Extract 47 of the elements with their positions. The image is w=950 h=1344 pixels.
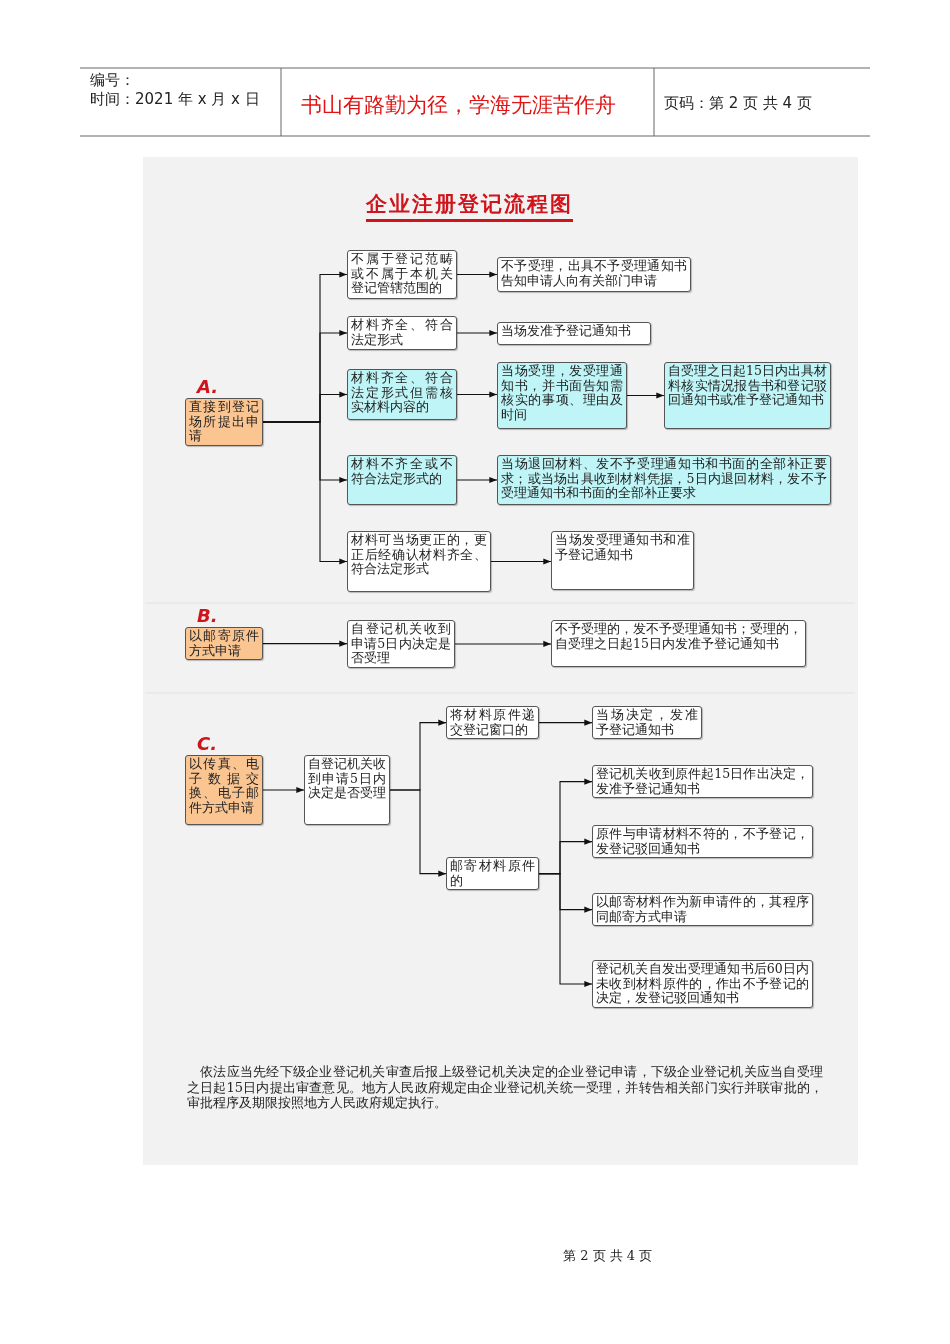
process-box: 自登记机关收到申请5日内决定是否受理	[304, 755, 390, 825]
arrow	[454, 640, 552, 647]
field-label: 编号：	[90, 71, 135, 90]
arrow	[490, 558, 552, 565]
arrow	[626, 392, 665, 399]
section-letter: C.	[197, 733, 218, 754]
process-box: 材料齐全、符合法定形式但需核实材料内容的	[347, 369, 457, 420]
process-box: 当场发受理通知书和准予登记通知书	[551, 531, 694, 590]
arrow	[262, 786, 305, 794]
process-box: 登记机关自发出受理通知书后60日内未收到材料原件的，作出不予登记的决定，发登记驳回通知书	[592, 960, 813, 1008]
section-letter: B.	[197, 605, 218, 626]
process-box: 登记机关收到原件起15日作出决定，发准予登记通知书	[592, 765, 813, 799]
application-box: 以传真、电子数据交换、电子邮件方式申请	[185, 755, 263, 825]
process-box: 当场受理，发受理通知书，并书面告知需核实的事项、理由及时间	[497, 362, 627, 429]
process-box: 将材料原件递交登记窗口的	[446, 706, 539, 740]
page-info: 页码：第 2 页 共 4 页	[664, 94, 812, 113]
process-box: 自受理之日起15日内出具材料核实情况报告书和登记驳回通知书或准予登记通知书	[664, 362, 831, 429]
date-field: 时间：2021 年 x 月 x 日	[90, 90, 260, 109]
arrow	[389, 789, 447, 877]
process-box: 材料齐全、符合法定形式	[347, 316, 457, 350]
note-paragraph: 依法应当先经下级企业登记机关审查后报上级登记机关决定的企业登记申请，下级企业登记机关应当自受理之日起15日内提出审查意见。地方人民政府规定由企业登记机关统一受理，并转告相关部门实行并联审批的，审批程序及期限按照地方人民政府规定执行。	[187, 1064, 823, 1111]
page-footer: 第 2 页 共 4 页	[563, 1247, 653, 1265]
process-box: 不予受理的，发不予受理通知书；受理的，自受理之日起15日内发准予登记通知书	[551, 620, 806, 667]
process-box: 不予受理，出具不予受理通知书告知申请人向有关部门申请	[497, 257, 691, 292]
application-box: 以邮寄原件方式申请	[185, 627, 263, 661]
arrow	[538, 873, 593, 988]
process-box: 自登记机关收到申请5日内决定是否受理	[347, 620, 455, 668]
arrow	[456, 476, 498, 484]
process-box: 当场退回材料、发不予受理通知书和书面的全部补正要求；或当场出具收到材料凭据，5日内退回材料，发不予受理通知书和书面的全部补正要求	[497, 455, 831, 505]
process-box: 当场决定，发准予登记通知书	[592, 706, 702, 740]
process-box: 邮寄材料原件的	[446, 857, 539, 891]
section-letter: A.	[197, 376, 219, 397]
application-box: 直接到登记场所提出申请	[185, 398, 263, 446]
arrow	[538, 719, 593, 726]
arrow	[456, 271, 498, 278]
arrow	[262, 640, 348, 647]
process-box: 以邮寄材料作为新申请件的，其程序同邮寄方式申请	[592, 893, 813, 927]
process-box: 当场发准予登记通知书	[497, 322, 651, 345]
process-box: 原件与申请材料不符的，不予登记，发登记驳回通知书	[592, 825, 813, 859]
arrow	[262, 421, 348, 565]
arrow	[456, 391, 498, 398]
diagram-title: 企业注册登记流程图	[366, 190, 573, 222]
process-box: 不属于登记范畴或不属于本机关登记管辖范围的	[347, 250, 457, 299]
motto: 书山有路勤为径，学海无涯苦作舟	[301, 92, 616, 119]
process-box: 材料可当场更正的，更正后经确认材料齐全、符合法定形式	[347, 531, 491, 592]
arrow	[456, 329, 498, 337]
process-box: 材料不齐全或不符合法定形式的	[347, 455, 457, 505]
